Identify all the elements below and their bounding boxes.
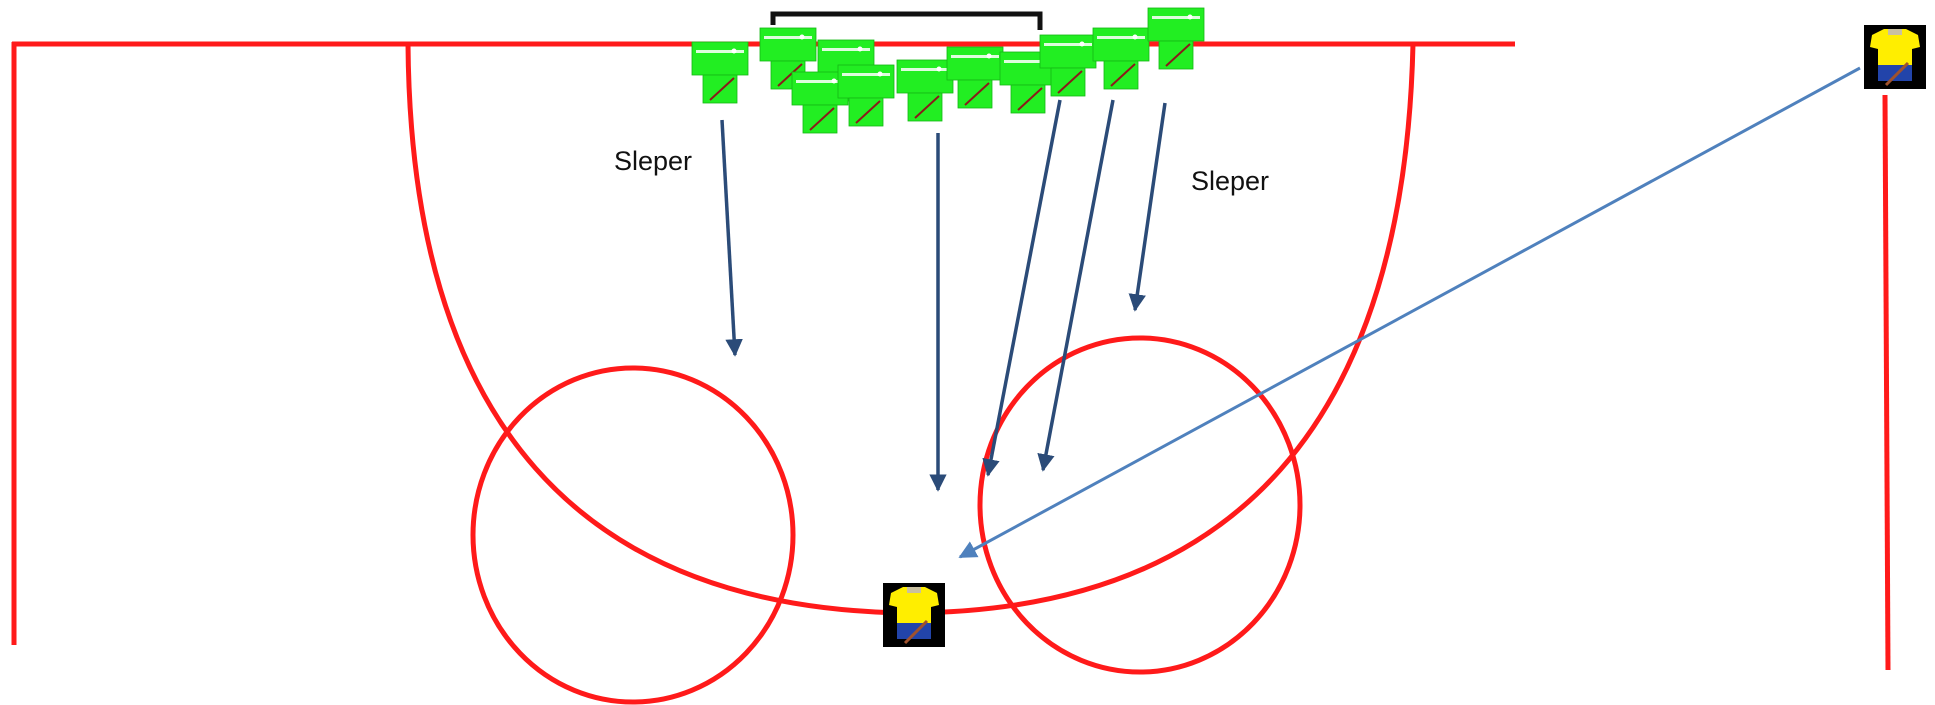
goal-cage [770,11,1043,30]
green-jersey-icon [1039,34,1097,97]
green-jersey-icon [837,64,895,127]
run-arrow-left-sleper [720,119,743,357]
pass-arrow [958,66,1861,559]
defender-run-arrows [720,99,1167,492]
green-jersey-icon [1092,27,1150,90]
run-arrow-right-sleper [1128,102,1167,312]
sleper-label-right: Sleper [1191,166,1270,196]
green-jersey-icon [896,59,954,122]
right-circle [977,335,1303,675]
left-circle [470,365,796,705]
green-jersey-icon [946,46,1004,109]
sleper-label-left: Sleper [614,146,693,176]
green-jersey-icon [1147,7,1205,70]
right-side-line [1882,94,1891,671]
yellow-jersey-icon [1862,23,1928,91]
run-arrow-right-1 [982,99,1062,477]
shooting-circle [405,43,1416,616]
green-jersey-icon [691,41,749,104]
yellow-jersey-icon [881,581,947,649]
run-arrow-right-2 [1037,99,1115,472]
defenders [691,7,1205,134]
field-lines [11,41,1891,705]
